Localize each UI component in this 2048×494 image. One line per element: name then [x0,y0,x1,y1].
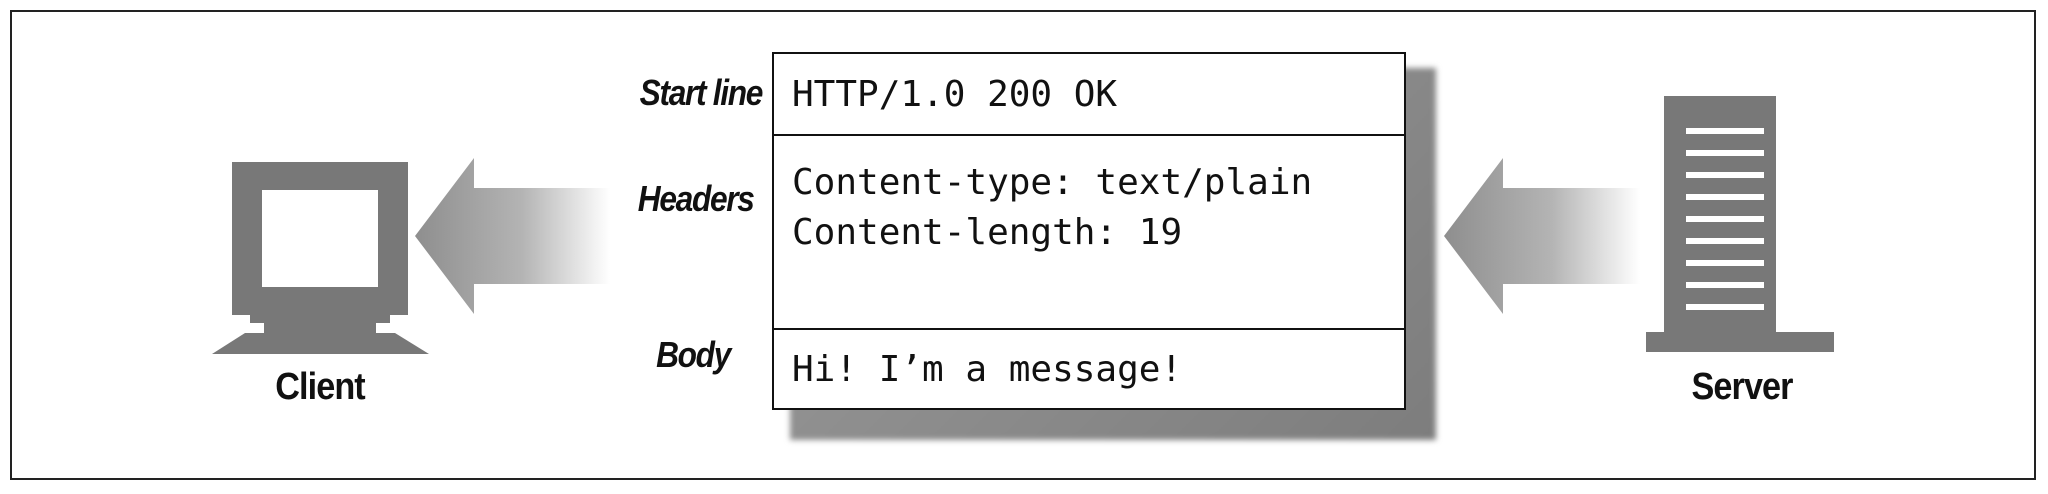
message-body: Hi! I’m a message! [792,349,1183,390]
headers-section: Content-type: text/plain Content-length:… [774,136,1404,330]
headers-label: Headers [638,178,755,219]
middle-arrow-icon [1444,158,1640,314]
server-label: Server [1691,366,1794,408]
start-line: HTTP/1.0 200 OK [774,54,1404,136]
server-icon [1646,96,1834,352]
http-message: HTTP/1.0 200 OK Content-type: text/plain… [772,52,1406,410]
computer-icon [212,162,429,354]
figure-frame [10,10,2036,480]
left-arrow-icon [415,158,610,314]
header-line: Content-length: 19 [792,212,1183,253]
header-line: Content-type: text/plain [792,162,1313,203]
body-label: Body [656,334,731,375]
start-line-label: Start line [639,72,764,113]
client-label: Client [275,366,366,408]
